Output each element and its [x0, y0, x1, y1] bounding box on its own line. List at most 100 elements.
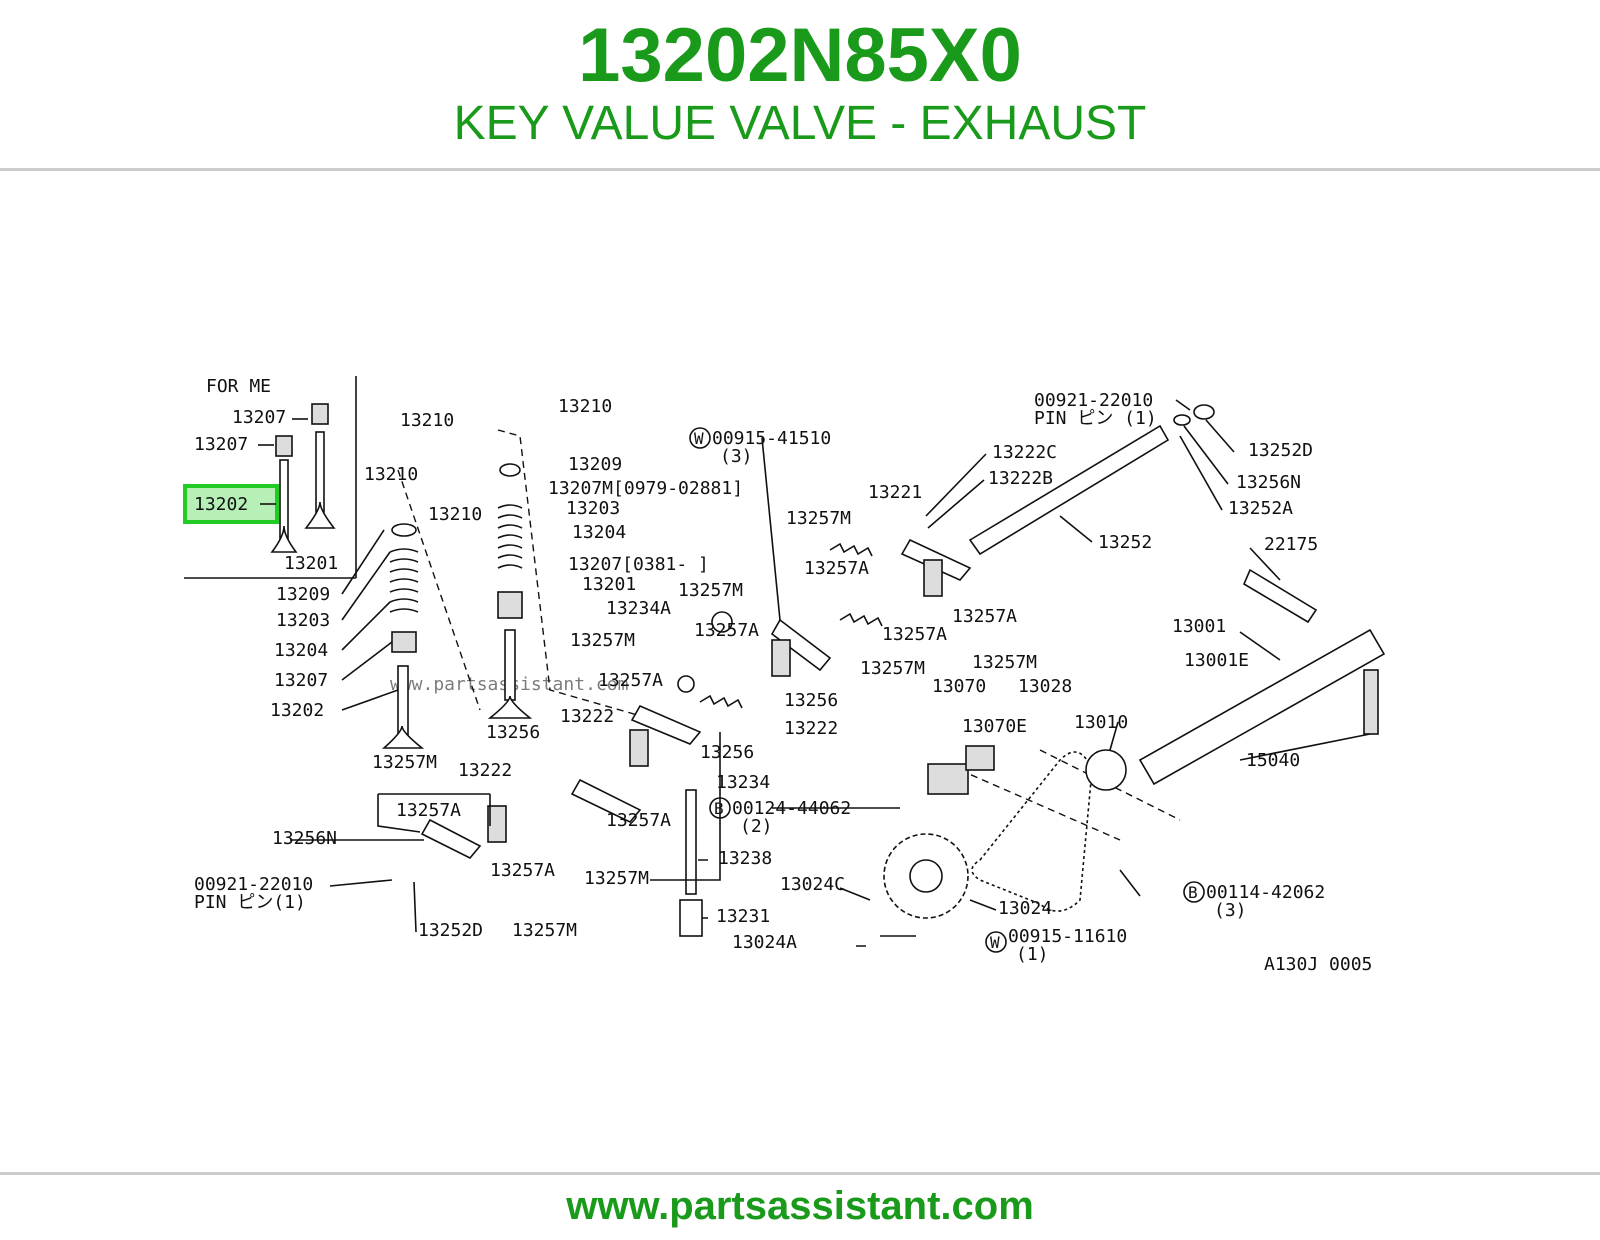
inset-seal-b — [311, 403, 329, 425]
callout-13257M-7: 13257M — [584, 868, 649, 889]
callout-13257M-2: 13257M — [678, 580, 743, 601]
tensioner-plate — [965, 745, 995, 771]
lifter — [679, 899, 703, 937]
callout-13210-a: 13210 — [400, 410, 454, 431]
mid-valve-spring — [497, 504, 523, 569]
washer-letter-bottom: W — [990, 933, 1000, 952]
mid-retainer — [499, 463, 521, 477]
footer-divider — [0, 1172, 1600, 1175]
shaft-bracket-b — [923, 559, 943, 597]
inset-label-13201: 13201 — [284, 553, 338, 574]
callout-00921-22010-bottom: 00921-22010 — [194, 874, 313, 895]
callout-13222-a: 13222 — [784, 718, 838, 739]
bolt-letter-a: B — [714, 799, 724, 818]
callout-13024: 13024 — [998, 898, 1052, 919]
callout-13256-c: 13256 — [700, 742, 754, 763]
callout-13222-b: 13222 — [560, 706, 614, 727]
callout-13210-d: 13210 — [428, 504, 482, 525]
drive-shaft-22175 — [1242, 568, 1318, 624]
callout-13252D-right: 13252D — [1248, 440, 1313, 461]
left-retainer — [391, 523, 417, 537]
bolt-letter-b: B — [1188, 883, 1198, 902]
inset-valve-head-b — [304, 501, 336, 529]
callout-13209-mid: 13209 — [568, 454, 622, 475]
inset-label-13207-a: 13207 — [232, 407, 286, 428]
callout-13207-left: 13207 — [274, 670, 328, 691]
callout-00915-11610-qty: (1) — [1016, 944, 1049, 965]
callout-13207M: 13207M[0979-02881] — [548, 478, 743, 499]
parts-diagram: www.partsassistant.com FOR ME 13207 1320… — [183, 376, 1386, 975]
callout-13001: 13001 — [1172, 616, 1226, 637]
callout-13203-left: 13203 — [276, 610, 330, 631]
callout-13257A-6: 13257A — [396, 800, 461, 821]
distributor-gear — [1363, 669, 1379, 735]
part-name-subtitle: KEY VALUE VALVE - EXHAUST — [453, 97, 1147, 150]
callout-13234A: 13234A — [606, 598, 671, 619]
nut-b — [677, 675, 695, 693]
callout-13257A-5: 13257A — [952, 606, 1017, 627]
callout-00915-11610: 00915-11610 — [1008, 926, 1127, 947]
shaft-washer-b — [1193, 404, 1215, 420]
rocker-shaft — [968, 424, 1170, 556]
shaft-bracket-c — [629, 729, 649, 767]
callout-13238: 13238 — [718, 848, 772, 869]
callout-13209-left: 13209 — [276, 584, 330, 605]
callout-13201-mid: 13201 — [582, 574, 636, 595]
highlight-label[interactable]: 13202 — [194, 494, 248, 515]
left-valve-stem — [397, 665, 409, 737]
washer-symbol-top — [689, 427, 711, 449]
callout-13234: 13234 — [716, 772, 770, 793]
callout-pin-top: PIN ピン (1) — [1034, 408, 1157, 429]
callout-13210-b: 13210 — [558, 396, 612, 417]
callout-13257M-8: 13257M — [512, 920, 577, 941]
thrust-plate — [1085, 749, 1127, 791]
callout-15040: 15040 — [1246, 750, 1300, 771]
callout-13256N-right: 13256N — [1236, 472, 1301, 493]
rocker-arm-c — [630, 704, 702, 745]
rocker-arm-e — [420, 818, 482, 859]
callout-13256N-left: 13256N — [272, 828, 337, 849]
callout-13203-mid: 13203 — [566, 498, 620, 519]
inset-title: FOR ME — [206, 376, 271, 397]
inset-valve-head-a — [270, 525, 298, 553]
callout-00114-42062: 00114-42062 — [1206, 882, 1325, 903]
callout-13070E: 13070E — [962, 716, 1027, 737]
mid-valve-head — [487, 695, 533, 719]
callout-13257A-1: 13257A — [804, 558, 869, 579]
callout-00915-41510-qty: (3) — [720, 446, 753, 467]
timing-chain — [971, 751, 1093, 912]
left-valve-spring — [389, 548, 419, 613]
callout-13257M-6: 13257M — [372, 752, 437, 773]
callout-13010: 13010 — [1074, 712, 1128, 733]
shaft-washer-a — [1173, 414, 1191, 426]
washer-symbol-bottom — [985, 931, 1007, 953]
callout-13221: 13221 — [868, 482, 922, 503]
inset-seal-a — [275, 435, 293, 457]
callout-00921-22010-top: 00921-22010 — [1034, 390, 1153, 411]
shaft-bracket-d — [487, 805, 507, 843]
chain-tensioner — [927, 763, 969, 795]
callout-13257A-3: 13257A — [598, 670, 663, 691]
callout-13257M-3: 13257M — [570, 630, 635, 651]
callout-13070: 13070 — [932, 676, 986, 697]
callout-00915-41510: 00915-41510 — [712, 428, 831, 449]
callout-00114-42062-qty: (3) — [1214, 900, 1247, 921]
mid-valve-stem — [504, 629, 516, 701]
rocker-arm-a — [770, 618, 832, 672]
callout-22175: 22175 — [1264, 534, 1318, 555]
footer-url[interactable]: www.partsassistant.com — [566, 1184, 1034, 1228]
callout-13222C: 13222C — [992, 442, 1057, 463]
callout-13204-mid: 13204 — [572, 522, 626, 543]
left-valve-seal — [391, 631, 417, 653]
bolt-symbol-b — [1183, 881, 1205, 903]
callout-13256-b: 13256 — [486, 722, 540, 743]
callout-pin-bottom: PIN ピン(1) — [194, 892, 306, 913]
callout-13001E: 13001E — [1184, 650, 1249, 671]
header-divider — [0, 168, 1600, 171]
rocker-arm-d — [570, 778, 642, 823]
callout-13222-c: 13222 — [458, 760, 512, 781]
callout-13222B: 13222B — [988, 468, 1053, 489]
nut-a — [711, 611, 733, 633]
callout-13252A: 13252A — [1228, 498, 1293, 519]
callout-13028: 13028 — [1018, 676, 1072, 697]
